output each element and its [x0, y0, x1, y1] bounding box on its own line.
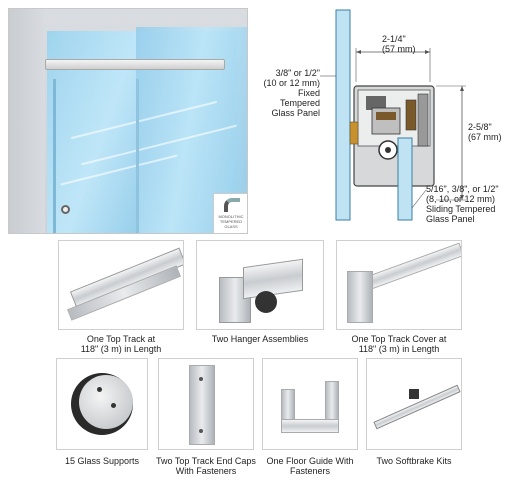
- top-track-image: [58, 240, 184, 330]
- sliding-panel-mm: (8, 10, or 12 mm): [426, 194, 496, 204]
- logo-mark-icon: [224, 198, 240, 212]
- top-track-caption: One Top Track at 118" (3 m) in Length: [58, 334, 184, 354]
- screw-hole-icon: [199, 377, 203, 381]
- floor-guide-image: [262, 358, 358, 450]
- hanger-roller: [255, 291, 277, 313]
- caption-line: 15 Glass Supports: [64, 456, 140, 466]
- softbrake-kits-image: [366, 358, 462, 450]
- caption-line: With Fasteners: [175, 466, 237, 476]
- floor-guide-caption: One Floor Guide With Fasteners: [258, 456, 362, 476]
- caption-line: Two Hanger Assemblies: [211, 334, 309, 344]
- screw-hole-icon: [199, 429, 203, 433]
- cover-end: [347, 271, 373, 323]
- width-dimension-label: 2-1/4" (57 mm): [382, 34, 416, 54]
- glass-supports-caption: 15 Glass Supports: [46, 456, 158, 466]
- caption-line: 118" (3 m) in Length: [80, 344, 162, 354]
- sliding-panel-type: Glass Panel: [426, 214, 475, 224]
- glass-edge: [53, 79, 56, 233]
- height-value: 2-5/8": [468, 122, 492, 132]
- fixed-panel-mm: (10 or 12 mm): [263, 78, 320, 88]
- logo-text: GLASS: [224, 224, 238, 229]
- logo-text: MONOLITHIC: [218, 214, 244, 219]
- end-caps-caption: Two Top Track End Caps With Fasteners: [152, 456, 260, 476]
- caption-line: Fasteners: [289, 466, 331, 476]
- softbrake-kits-caption: Two Softbrake Kits: [360, 456, 468, 466]
- logo-text: TEMPERED: [219, 219, 243, 224]
- top-track: [45, 59, 225, 70]
- monolithic-tempered-glass-logo: MONOLITHIC TEMPERED GLASS: [213, 193, 247, 233]
- sliding-panel-size: 5/16", 3/8", or 1/2": [426, 184, 499, 194]
- cross-section-diagram: 2-1/4" (57 mm) 2-5/8" (67 mm) 3/8" or 1/…: [258, 4, 510, 234]
- fixed-panel-size: 3/8" or 1/2": [275, 68, 320, 78]
- width-mm: (57 mm): [382, 44, 416, 54]
- caption-line: One Floor Guide With: [266, 456, 354, 466]
- hero-photo: MONOLITHIC TEMPERED GLASS: [8, 8, 248, 234]
- fixed-panel-type: Fixed Tempered: [279, 88, 320, 108]
- softbrake-mechanism: [409, 389, 419, 399]
- fixed-panel-type: Glass Panel: [271, 108, 320, 118]
- glass-edge: [136, 79, 139, 233]
- cross-section-drawing: [320, 9, 466, 221]
- wall: [9, 9, 45, 233]
- screw-hole-icon: [111, 403, 116, 408]
- fixed-panel-label: 3/8" or 1/2" (10 or 12 mm) Fixed Tempere…: [258, 68, 320, 118]
- top-track-cover-image: [336, 240, 462, 330]
- glass-supports-image: [56, 358, 148, 450]
- width-value: 2-1/4": [382, 34, 406, 44]
- height-dimension-label: 2-5/8" (67 mm): [468, 122, 502, 142]
- hanger-assemblies-caption: Two Hanger Assemblies: [196, 334, 324, 344]
- door-knob: [61, 205, 70, 214]
- caption-line: Two Top Track End Caps: [156, 456, 256, 466]
- support-cap: [79, 375, 133, 429]
- end-caps-image: [158, 358, 254, 450]
- caption-line: One Top Track at: [86, 334, 156, 344]
- caption-line: One Top Track Cover at: [351, 334, 447, 344]
- height-mm: (67 mm): [468, 132, 502, 142]
- sliding-panel-type: Sliding Tempered: [426, 204, 496, 214]
- caption-line: Two Softbrake Kits: [376, 456, 452, 466]
- top-track-cover-caption: One Top Track Cover at 118" (3 m) in Len…: [336, 334, 462, 354]
- guide-base: [281, 419, 339, 433]
- screw-hole-icon: [97, 387, 102, 392]
- hanger-assemblies-image: [196, 240, 324, 330]
- sliding-panel-label: 5/16", 3/8", or 1/2" (8, 10, or 12 mm) S…: [426, 184, 499, 224]
- caption-line: 118" (3 m) in Length: [358, 344, 440, 354]
